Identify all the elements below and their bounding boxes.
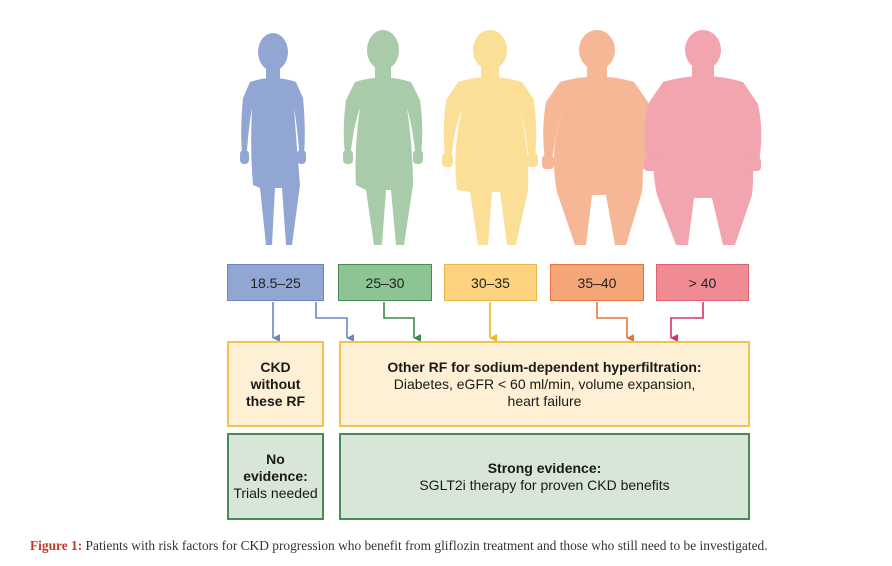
no-evidence-line-1: No bbox=[266, 451, 285, 467]
other-rf-box: Other RF for sodium-dependent hyperfiltr… bbox=[339, 341, 750, 427]
strong-evidence-title: Strong evidence: bbox=[487, 459, 602, 476]
caption-text: Patients with risk factors for CKD progr… bbox=[82, 538, 768, 553]
ckd-line-2: without bbox=[250, 375, 301, 392]
no-evidence-box: No evidence: Trials needed bbox=[227, 433, 324, 520]
bmi-label-30-35: 30–35 bbox=[444, 264, 537, 301]
arrow-bmi-over-40-to-other-rf bbox=[670, 302, 704, 342]
arrow-bmi-35-40-to-other-rf bbox=[596, 302, 635, 342]
arrow-bmi-18-25-to-other-rf bbox=[315, 302, 355, 342]
bmi-label-over-40: > 40 bbox=[656, 264, 749, 301]
bmi-label-25-30: 25–30 bbox=[338, 264, 432, 301]
no-evidence-line-3: Trials needed bbox=[233, 485, 318, 501]
ckd-line-1: CKD bbox=[260, 358, 291, 375]
bmi-label-18-25: 18.5–25 bbox=[227, 264, 324, 301]
strong-evidence-box: Strong evidence: SGLT2i therapy for prov… bbox=[339, 433, 750, 520]
silhouette-bmi-35-40 bbox=[542, 30, 652, 245]
ckd-line-3: these RF bbox=[245, 392, 306, 409]
strong-evidence-line-1: SGLT2i therapy for proven CKD benefits bbox=[419, 476, 670, 493]
silhouette-bmi-30-35 bbox=[442, 30, 538, 245]
other-rf-line-1: Diabetes, eGFR < 60 ml/min, volume expan… bbox=[393, 375, 696, 392]
silhouette-bmi-18-25 bbox=[240, 33, 306, 245]
no-evidence-line-2: evidence: bbox=[243, 468, 308, 484]
figure-caption: Figure 1: Patients with risk factors for… bbox=[30, 538, 880, 554]
silhouette-bmi-over-40 bbox=[644, 30, 762, 245]
ckd-without-rf-box: CKD without these RF bbox=[227, 341, 324, 427]
silhouette-bmi-25-30 bbox=[343, 30, 423, 245]
arrow-bmi-25-30-to-other-rf bbox=[383, 302, 422, 342]
other-rf-title: Other RF for sodium-dependent hyperfiltr… bbox=[387, 358, 702, 375]
caption-label: Figure 1: bbox=[30, 538, 83, 553]
other-rf-line-2: heart failure bbox=[507, 392, 582, 409]
bmi-label-35-40: 35–40 bbox=[550, 264, 644, 301]
